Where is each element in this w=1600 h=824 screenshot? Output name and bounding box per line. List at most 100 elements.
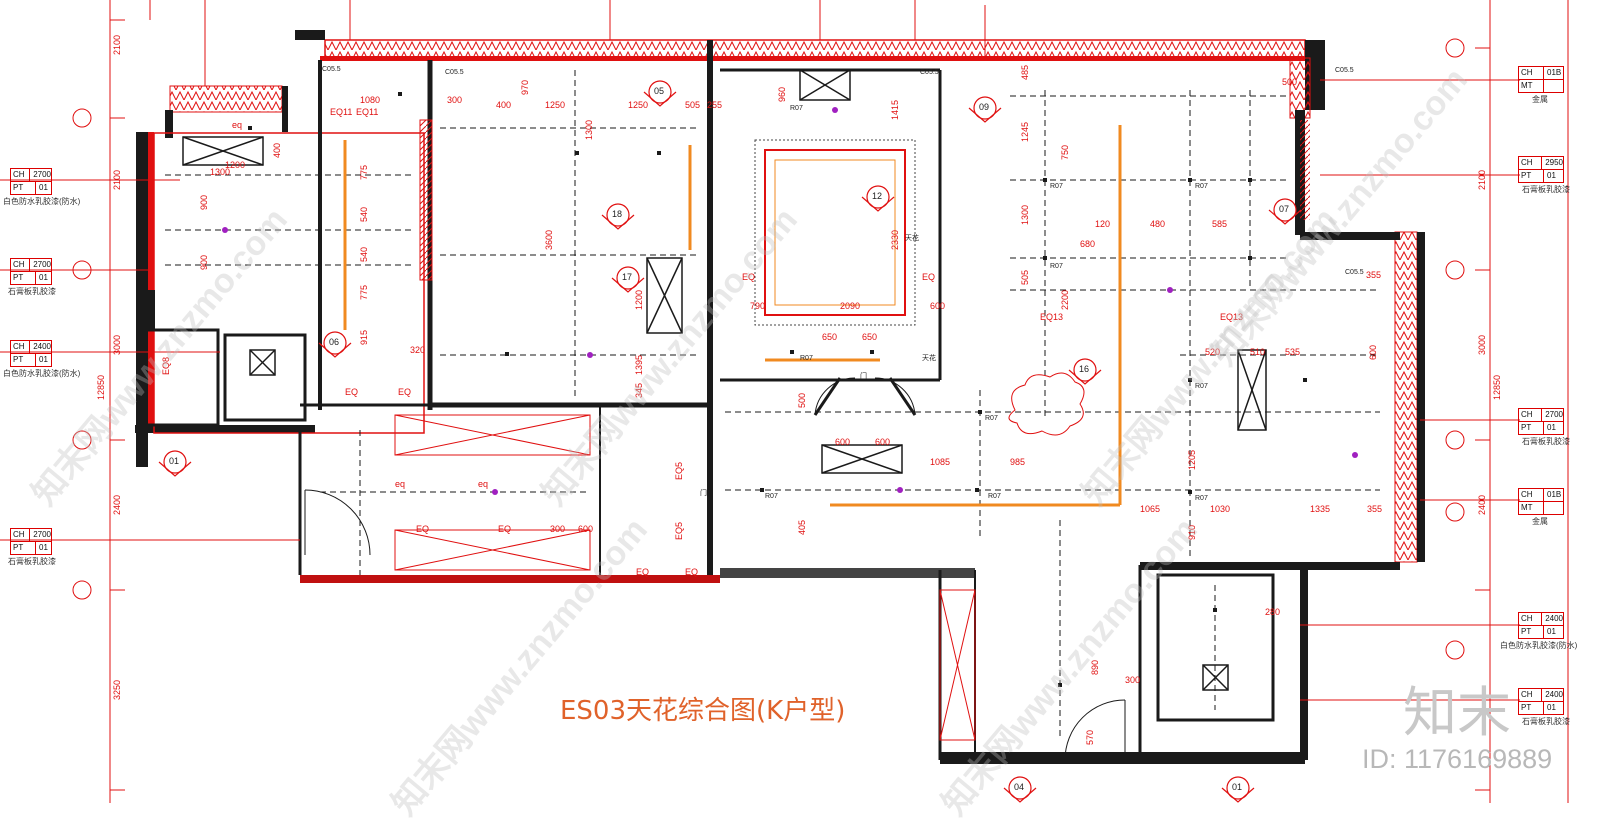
left-dim-4: 12850: [96, 375, 106, 400]
dim-43: 570: [1085, 730, 1095, 745]
section-mark-06[interactable]: 06: [329, 337, 340, 347]
dim-53: 915: [359, 330, 369, 345]
left-tag-3-note: 白色防水乳胶漆(防水): [3, 369, 81, 378]
section-markers: [158, 80, 1302, 803]
dashed-grid: [165, 70, 1380, 740]
dim-60: 600: [578, 524, 593, 534]
left-dim-6: 3250: [112, 680, 122, 700]
dim-65: 405: [797, 520, 807, 535]
dim-10: 485: [1020, 65, 1030, 80]
section-mark-05[interactable]: 05: [654, 86, 665, 96]
section-mark-16[interactable]: 16: [1079, 364, 1090, 374]
column-hatch: [145, 119, 1310, 330]
label-eq-4: eq: [395, 479, 405, 489]
label-r07-5: R07: [985, 415, 998, 422]
dim-38: 1335: [1310, 504, 1330, 514]
label-r07-9: R07: [790, 105, 803, 112]
left-dim-1: 2100: [112, 35, 122, 55]
dim-55: 1200: [634, 290, 644, 310]
dim-29: 510: [1250, 347, 1265, 357]
right-tag-1-note: 金属: [1532, 95, 1548, 104]
section-mark-01[interactable]: 01: [169, 456, 180, 466]
section-mark-04[interactable]: 04: [1014, 782, 1025, 792]
dim-25: 600: [930, 301, 945, 311]
label-r07-6: R07: [1195, 495, 1208, 502]
leader-lines: [0, 0, 1520, 701]
sensor-points: [222, 107, 1358, 495]
left-dim-5: 2400: [112, 495, 122, 515]
label-eq-5: eq: [478, 479, 488, 489]
dim-45: 600: [1368, 345, 1378, 360]
dim-19: 505: [1020, 270, 1030, 285]
dim-62: 1200: [225, 160, 245, 170]
label-eq-7: EQ: [498, 524, 511, 534]
dim-8: 255: [707, 100, 722, 110]
interior-walls: [136, 40, 1275, 760]
label-eq-1: eq: [232, 120, 242, 130]
right-dim-1: 2100: [1477, 170, 1487, 190]
dim-14: 1300: [1020, 205, 1030, 225]
dim-39: 355: [1367, 504, 1382, 514]
ceiling-box: [754, 139, 916, 326]
label-eq-11: EQ: [922, 272, 935, 282]
dim-23: 2090: [840, 301, 860, 311]
label-c05-3: C05.5: [920, 69, 939, 76]
dim-46: 1300: [210, 167, 230, 177]
section-mark-17[interactable]: 17: [622, 272, 633, 282]
dim-58: 1300: [584, 120, 594, 140]
dim-48: 900: [199, 255, 209, 270]
dim-42: 300: [1125, 675, 1140, 685]
dim-40: 910: [1187, 525, 1197, 540]
grid-axis-right: [1445, 38, 1465, 660]
label-eq13-b: EQ13: [1220, 312, 1243, 322]
right-tag-2-note: 石膏板乳胶漆: [1522, 185, 1570, 194]
dim-47: 900: [199, 195, 209, 210]
dim-61: 400: [272, 143, 282, 158]
section-mark-09[interactable]: 09: [979, 102, 990, 112]
dim-2: 300: [447, 95, 462, 105]
right-dim-4: 2400: [1477, 495, 1487, 515]
dim-15: 120: [1095, 219, 1110, 229]
right-tag-4-note: 金属: [1532, 517, 1548, 526]
dim-9: 960: [777, 87, 787, 102]
label-c05-2: C05.5: [445, 69, 464, 76]
dim-52: 775: [359, 285, 369, 300]
dim-51: 775: [359, 165, 369, 180]
label-eq5-a: EQ5: [674, 462, 684, 480]
light-trough: [343, 125, 1122, 507]
dim-11: 500: [1282, 77, 1297, 87]
dim-56: 1395: [634, 355, 644, 375]
left-dim-2: 2100: [112, 170, 122, 190]
dim-12: 1245: [1020, 122, 1030, 142]
label-eq-8: EQ: [636, 567, 649, 577]
dim-28: 520: [1205, 347, 1220, 357]
duct-markers: [394, 414, 976, 741]
label-r07-2: R07: [1195, 183, 1208, 190]
dim-34: 985: [1010, 457, 1025, 467]
right-tag-6-note: 石膏板乳胶漆: [1522, 717, 1570, 726]
label-ceiling-1: 天花: [905, 233, 919, 242]
door-swings: [304, 377, 1126, 761]
label-eq-6: EQ: [416, 524, 429, 534]
ceiling-plan-drawing: 1080 300 400 970 1250 1250 505 255 960 4…: [0, 0, 1569, 803]
section-mark-07[interactable]: 07: [1279, 204, 1290, 214]
section-mark-18[interactable]: 18: [612, 209, 623, 219]
exterior-walls: [135, 30, 1425, 764]
label-r07-7: R07: [765, 493, 778, 500]
section-mark-12[interactable]: 12: [872, 191, 883, 201]
dim-64: 1415: [890, 100, 900, 120]
label-eq-10: EQ: [742, 272, 755, 282]
dim-22: 3600: [544, 230, 554, 250]
dim-33: 1085: [930, 457, 950, 467]
label-eq11-b: EQ11: [356, 107, 378, 117]
section-mark-01b[interactable]: 01: [1232, 782, 1243, 792]
dim-50: 540: [359, 247, 369, 262]
